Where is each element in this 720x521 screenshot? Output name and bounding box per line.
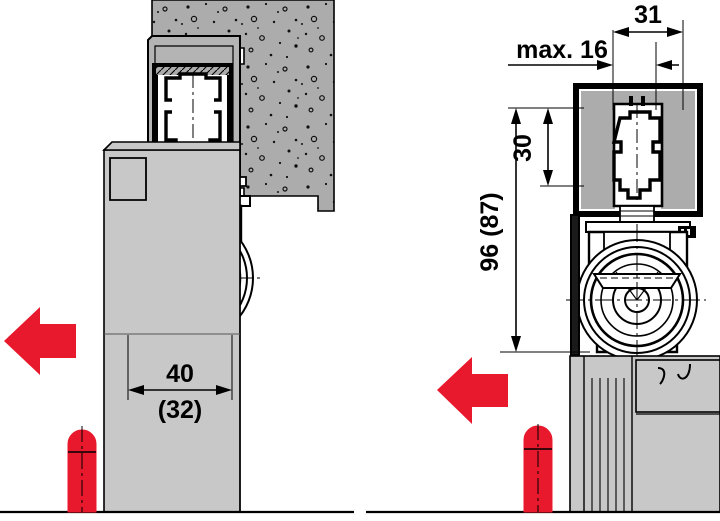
left-view-group: 40 (32): [0, 0, 354, 514]
dimension-label-max16: max. 16: [516, 36, 608, 64]
door-leaf-profile-right: [569, 214, 720, 513]
dimension-max16-group: max. 16: [508, 36, 679, 110]
dimension-label-31: 31: [634, 1, 662, 29]
carriage-head-profile: [164, 72, 222, 162]
threaded-stem-right: [585, 205, 696, 238]
dimension-label-40: 40: [166, 360, 194, 388]
dimension-96-87-group: 96 (87): [476, 107, 590, 353]
hook-pocket: [635, 359, 720, 413]
dimension-40-group: 40 (32): [127, 335, 233, 424]
rib-section: [583, 356, 633, 512]
floor-guide-pin-left: [67, 426, 97, 513]
dimension-label-32: (32): [158, 396, 202, 424]
floor-guide-pin-right: [523, 424, 553, 513]
roller-carriage-assembly-right: [566, 224, 706, 392]
dimension-label-30: 30: [509, 134, 537, 162]
door-leaf-panel: [102, 141, 241, 513]
dimension-label-96-87: 96 (87): [476, 192, 504, 271]
travel-direction-arrow-left: [4, 307, 76, 375]
right-view-group: 31 max. 16 30 96 (87): [366, 1, 720, 514]
dimension-31-group: 31: [612, 1, 684, 110]
carriage-head-profile-right: [611, 96, 662, 200]
travel-direction-arrow-right: [437, 357, 508, 424]
dimension-30-group: 30: [508, 107, 584, 187]
